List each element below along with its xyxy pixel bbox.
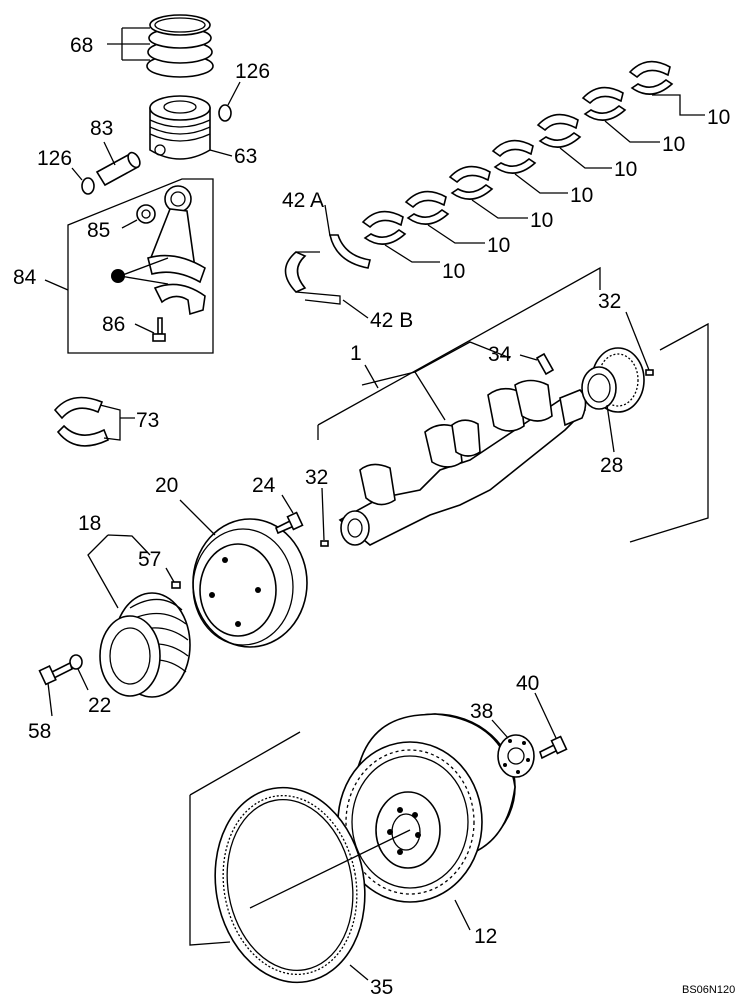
leader-42a	[324, 204, 331, 237]
leader-58	[47, 682, 53, 717]
piston-rings	[146, 14, 214, 78]
label-10-5: 10	[614, 158, 637, 181]
leader-28	[606, 404, 615, 453]
label-18: 18	[78, 512, 101, 535]
leader-126-right	[227, 81, 241, 106]
leader-68	[107, 27, 150, 61]
main-bearings	[361, 60, 674, 245]
leader-42b	[342, 299, 369, 319]
ring-gear	[214, 786, 366, 984]
leader-32-left	[321, 487, 325, 541]
leader-40	[534, 692, 557, 739]
leader-83	[103, 141, 116, 166]
crank-pulley	[99, 592, 191, 698]
leader-24	[281, 494, 294, 514]
ring-gear-bracket	[189, 731, 301, 946]
snap-ring-126-right	[218, 104, 232, 122]
leader-12	[454, 899, 471, 931]
axis-bracket-right	[629, 322, 709, 543]
label-10-1: 10	[442, 260, 465, 283]
bolt-58	[38, 661, 73, 686]
plate-38	[497, 734, 535, 778]
con-rod-box	[67, 178, 214, 354]
label-10-6: 10	[662, 133, 685, 156]
label-126-left: 126	[37, 147, 72, 170]
crank-gear	[581, 347, 645, 413]
pin-32-left	[320, 540, 329, 547]
pin-57	[171, 581, 181, 589]
bearing-73	[53, 396, 110, 447]
leader-126-left	[71, 167, 83, 181]
label-22: 22	[88, 694, 111, 717]
crankshaft-bracket	[317, 266, 601, 440]
pin-32-right	[645, 369, 654, 376]
label-32-right: 32	[598, 290, 621, 313]
damper-pulley	[192, 518, 308, 648]
label-10-3: 10	[530, 209, 553, 232]
label-20: 20	[155, 474, 178, 497]
con-rod-bolt	[152, 317, 166, 342]
crankshaft	[338, 379, 587, 546]
bolt-40	[539, 735, 568, 760]
snap-ring-126-left	[81, 177, 95, 195]
leader-22	[77, 668, 89, 691]
leader-57	[165, 567, 175, 583]
ring-gear-axis	[249, 829, 411, 909]
leader-32-right	[625, 311, 650, 371]
leader-84	[44, 279, 69, 291]
leader-18	[87, 534, 151, 609]
label-10-2: 10	[487, 234, 510, 257]
leader-20	[179, 499, 216, 536]
leader-35	[349, 964, 369, 981]
label-10-4: 10	[570, 184, 593, 207]
label-84: 84	[13, 266, 37, 289]
piston	[149, 95, 211, 160]
label-38: 38	[470, 700, 493, 723]
label-73: 73	[136, 409, 159, 432]
label-83: 83	[90, 117, 113, 140]
label-35: 35	[370, 976, 393, 999]
label-32-left: 32	[305, 466, 328, 489]
leader-63	[209, 149, 233, 157]
label-58: 58	[28, 720, 51, 743]
washer-22	[69, 654, 83, 670]
label-42b: 42 B	[370, 309, 413, 332]
leader-86	[134, 323, 155, 334]
label-40: 40	[516, 672, 539, 695]
flywheel	[337, 713, 516, 903]
label-86: 86	[102, 313, 125, 336]
leader-73	[99, 404, 135, 441]
piston-pin	[95, 151, 141, 187]
connecting-rod	[136, 185, 206, 316]
label-12: 12	[474, 925, 497, 948]
label-28: 28	[600, 454, 623, 477]
label-126-right: 126	[235, 60, 270, 83]
label-68: 68	[70, 34, 93, 57]
leader-34	[519, 354, 538, 361]
label-1: 1	[350, 342, 362, 365]
label-63: 63	[234, 145, 257, 168]
thrust-washer-42b	[284, 251, 341, 305]
leader-38	[491, 719, 509, 739]
key-34	[535, 352, 555, 376]
marker-dot	[111, 269, 125, 283]
label-24: 24	[252, 474, 276, 497]
bolt-24	[274, 511, 304, 535]
label-85: 85	[87, 219, 110, 242]
figure-code: BS06N120	[682, 984, 735, 996]
label-57: 57	[138, 548, 161, 571]
leader-dot	[119, 257, 169, 285]
label-34: 34	[488, 343, 512, 366]
leader-1	[364, 364, 379, 389]
thrust-washer-42a	[329, 234, 371, 269]
leaders-10	[384, 94, 705, 263]
leader-85	[121, 219, 138, 229]
label-10-7: 10	[707, 106, 730, 129]
label-42a: 42 A	[282, 189, 324, 212]
